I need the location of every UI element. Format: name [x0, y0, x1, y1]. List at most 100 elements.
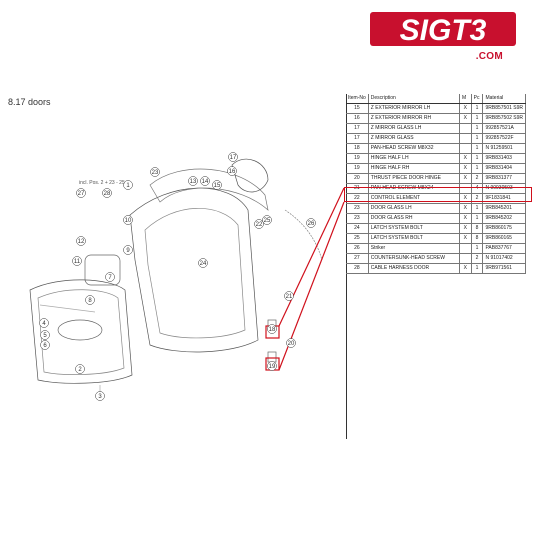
callout-7: 7 [108, 275, 112, 281]
hinge-lower [267, 351, 277, 363]
cell-description: Z EXTERIOR MIRROR LH [368, 103, 460, 114]
cell-pc: 1 [471, 103, 484, 114]
cell-description: Striker [368, 243, 460, 254]
cell-m [459, 123, 472, 134]
callout-22: 22 [256, 222, 263, 228]
cell-pc: 4 [471, 183, 484, 194]
cell-description: PAN-HEAD SCREW M8X24 [368, 183, 460, 194]
cell-item: 28 [346, 263, 369, 274]
cell-item: 17 [346, 133, 369, 144]
logo-domain-suffix: .COM [475, 51, 503, 62]
cell-item: 19 [346, 163, 369, 174]
window-regulator [84, 254, 121, 286]
cell-item: 22 [346, 193, 369, 204]
cell-pc: 1 [471, 163, 484, 174]
callout-9: 9 [126, 248, 130, 254]
callout-12: 12 [78, 239, 85, 245]
section-title: 8.17 doors [8, 97, 51, 107]
door-frame [129, 187, 259, 353]
cell-description: CONTROL ELEMENT [368, 193, 460, 204]
callout-10: 10 [125, 218, 132, 224]
callout-5: 5 [43, 333, 47, 339]
cell-pc: 1 [471, 263, 484, 274]
cell-pc: 1 [471, 243, 484, 254]
cell-m: X [459, 173, 472, 184]
cell-m: X [459, 163, 472, 174]
cell-item: 16 [346, 113, 369, 124]
cell-m [459, 253, 472, 264]
cell-m: X [459, 113, 472, 124]
callout-17: 17 [230, 155, 237, 161]
callout-11: 11 [74, 259, 81, 265]
cell-item: 23 [346, 213, 369, 224]
callout-18: 18 [269, 327, 276, 333]
cable-harness [284, 209, 323, 261]
cell-m: X [459, 263, 472, 274]
cell-pc: 1 [471, 133, 484, 144]
cell-material: 9RB860175 [482, 223, 526, 234]
cell-pc: 1 [471, 203, 484, 214]
callout-26: 26 [308, 221, 315, 227]
door-trim-panel [29, 279, 133, 384]
cell-material: 992857521A [482, 123, 526, 134]
cell-m: X [459, 203, 472, 214]
callout-19: 19 [269, 364, 276, 370]
cell-item: 24 [346, 223, 369, 234]
cell-description: HINGE HALF RH [368, 163, 460, 174]
callout-13: 13 [190, 179, 197, 185]
cell-m: X [459, 223, 472, 234]
callout-27: 27 [78, 191, 85, 197]
cell-m [459, 133, 472, 144]
cell-pc: 1 [471, 213, 484, 224]
header-description: Description [368, 94, 460, 104]
brand-logo[interactable]: SIGT3 .COM [368, 10, 518, 62]
callout-3: 3 [98, 394, 102, 400]
door-glass [149, 168, 269, 211]
cell-pc: 1 [471, 123, 484, 134]
include-note: incl. Pos. 2 + 23 - 25 [79, 180, 125, 186]
cell-pc: 8 [471, 223, 484, 234]
cell-pc: 8 [471, 233, 484, 244]
cell-material: 9RB831404 [482, 163, 526, 174]
callout-1: 1 [126, 183, 130, 189]
callout-6: 6 [43, 343, 47, 349]
cell-material: N 91259501 [482, 143, 526, 154]
cell-description: LATCH SYSTEM BOLT [368, 223, 460, 234]
cell-material: 9RB860165 [482, 233, 526, 244]
cell-m [459, 243, 472, 254]
callout-24: 24 [200, 261, 207, 267]
callout-bubbles [39, 152, 316, 401]
header-material: Material [482, 94, 526, 104]
cell-item: 19 [346, 153, 369, 164]
cell-description: Z MIRROR GLASS LH [368, 123, 460, 134]
cell-material: 9RB831403 [482, 153, 526, 164]
cell-description: LATCH SYSTEM BOLT [368, 233, 460, 244]
cell-m: X [459, 153, 472, 164]
selected-row-highlight [344, 187, 532, 202]
cell-pc: 1 [471, 113, 484, 124]
cell-pc: 2 [471, 253, 484, 264]
cell-material: N 91017402 [482, 253, 526, 264]
cell-material: 9RB845201 [482, 203, 526, 214]
cell-description: PAN-HEAD SCREW M8X32 [368, 143, 460, 154]
callout-8: 8 [88, 298, 92, 304]
header-m: M [459, 94, 472, 104]
header-pc: Pc [471, 94, 484, 104]
cell-material: 9F1831841 [482, 193, 526, 204]
cell-description: CABLE HARNESS DOOR [368, 263, 460, 274]
cell-pc: 2 [471, 173, 484, 184]
callout-2: 2 [78, 367, 82, 373]
cell-item: 26 [346, 243, 369, 254]
